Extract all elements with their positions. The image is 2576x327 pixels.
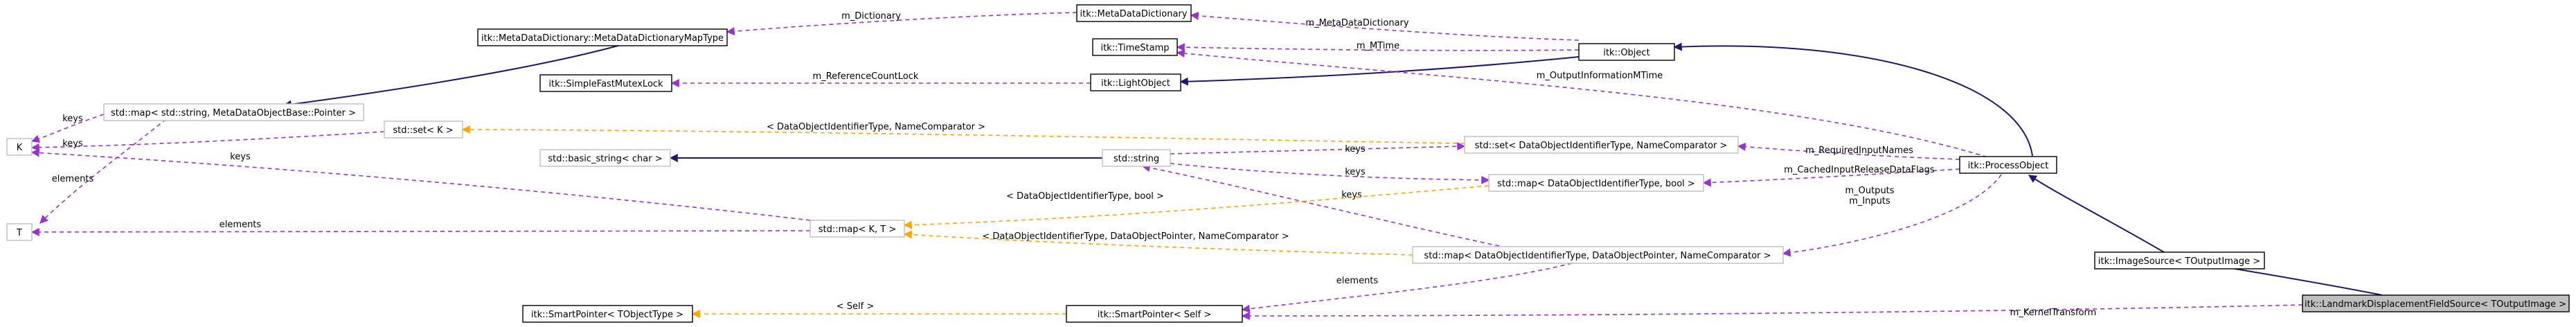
node-lightobject[interactable]: itk::LightObject: [1090, 73, 1181, 91]
edge-label-m-outputinformationmtime: m_OutputInformationMTime: [1537, 71, 1663, 81]
node-set-dataobject[interactable]: std::set< DataObjectIdentifierType, Name…: [1464, 136, 1739, 154]
edge-label-keys-map-k: keys: [62, 114, 83, 124]
node-map-dataobject-bool[interactable]: std::map< DataObjectIdentifierType, bool…: [1488, 174, 1704, 192]
node-k[interactable]: K: [6, 138, 33, 156]
edge-label-m-metadatadictionary: m_MetaDataDictionary: [1305, 18, 1408, 28]
edge-m-kerneltransform: m_KernelTransform: [1241, 304, 2303, 320]
edge-map-elements-t: elements: [39, 118, 167, 224]
node-label: std::map< DataObjectIdentifierType, bool…: [1497, 179, 1695, 189]
edge-processobject-inherits-object: [1673, 42, 2033, 157]
node-label: itk::SimpleFastMutexLock: [548, 79, 663, 89]
edge-m-cachedinputreleasedataflags: m_CachedInputReleaseDataFlags: [1702, 165, 1960, 187]
node-smartpointer-self[interactable]: itk::SmartPointer< Self >: [1066, 305, 1243, 323]
node-label: itk::ImageSource< TOutputImage >: [2098, 256, 2260, 267]
edge-string-keys-mapbool: keys: [1170, 163, 1490, 184]
edge-label-keys-string-mapbool: keys: [1345, 167, 1366, 177]
node-label: itk::ProcessObject: [1968, 161, 2049, 171]
edge-label-keys-string-mappointer: keys: [1341, 190, 1362, 200]
edge-string-keys-set: keys: [1170, 142, 1466, 154]
node-simplefastmutexlock[interactable]: itk::SimpleFastMutexLock: [539, 74, 672, 92]
edge-m-requiredinputnames: m_RequiredInputNames: [1737, 142, 1960, 160]
edge-label-set-dataobject-template: < DataObjectIdentifierType, NameComparat…: [767, 122, 985, 132]
edge-set-keys-k: keys: [30, 131, 385, 152]
edge-label-m-outputs: m_Outputs: [1845, 186, 1894, 196]
edge-label-elements-mapkt-t: elements: [220, 220, 262, 230]
edge-smartpointer-self-template: < Self >: [691, 301, 1066, 318]
node-smartpointer-tobject[interactable]: itk::SmartPointer< TObjectType >: [522, 305, 693, 323]
node-landmark-displacement-field-source[interactable]: itk::LandmarkDisplacementFieldSource< TO…: [2302, 294, 2570, 312]
node-label: K: [17, 143, 23, 153]
edge-mappointer-keys-string: keys: [1141, 164, 1500, 247]
edge-label-m-mtime: m_MTime: [1357, 41, 1399, 51]
edge-label-m-inputs: m_Inputs: [1849, 196, 1890, 206]
edge-label-m-cachedinputreleasedataflags: m_CachedInputReleaseDataFlags: [1784, 165, 1935, 175]
edge-label-m-kerneltransform: m_KernelTransform: [2010, 308, 2097, 318]
edge-map-keys-k: keys: [30, 114, 105, 143]
edge-label-keys-set-k: keys: [62, 139, 83, 149]
node-map-kt[interactable]: std::map< K, T >: [810, 220, 905, 238]
node-label: itk::SmartPointer< Self >: [1098, 310, 1211, 320]
node-timestamp[interactable]: itk::TimeStamp: [1092, 38, 1178, 56]
node-maptype[interactable]: itk::MetaDataDictionary::MetaDataDiction…: [477, 28, 728, 46]
edge-m-dictionary: m_Dictionary: [726, 11, 1077, 36]
node-imagesource[interactable]: itk::ImageSource< TOutputImage >: [2094, 251, 2265, 269]
edge-label-keys-string-set: keys: [1345, 144, 1366, 154]
edge-label-self-template: < Self >: [837, 301, 875, 312]
edge-label-elements-map-t: elements: [52, 174, 94, 184]
node-label: itk::SmartPointer< TObjectType >: [531, 310, 683, 320]
node-std-string[interactable]: std::string: [1102, 149, 1171, 167]
edge-label-elements-sp-mappointer: elements: [1336, 276, 1379, 286]
node-label: std::map< std::string, MetaDataObjectBas…: [111, 108, 356, 118]
edge-m-outputinformationmtime: m_OutputInformationMTime: [1176, 49, 1995, 160]
edge-label-map-pointer-template: < DataObjectIdentifierType, DataObjectPo…: [982, 231, 1289, 242]
edge-m-metadatadictionary: m_MetaDataDictionary: [1190, 11, 1580, 41]
edge-label-m-referencecountlock: m_ReferenceCountLock: [813, 71, 919, 82]
node-label: itk::TimeStamp: [1100, 43, 1169, 53]
node-t[interactable]: T: [6, 223, 33, 241]
edge-label-keys-mapkt-k: keys: [230, 152, 251, 162]
node-label: T: [16, 228, 22, 238]
edge-maptype-inherits-map: [283, 44, 624, 109]
edge-map-bool-template: < DataObjectIdentifierType, bool >: [903, 185, 1490, 229]
edge-label-map-bool-template: < DataObjectIdentifierType, bool >: [1006, 191, 1164, 202]
node-label: std::basic_string< char >: [548, 154, 662, 164]
node-label: itk::LandmarkDisplacementFieldSource< TO…: [2305, 299, 2566, 310]
node-basic-string[interactable]: std::basic_string< char >: [539, 149, 671, 167]
node-label: itk::LightObject: [1101, 78, 1170, 89]
node-label: std::set< DataObjectIdentifierType, Name…: [1475, 141, 1728, 151]
node-processobject[interactable]: itk::ProcessObject: [1959, 156, 2057, 174]
edge-label-m-dictionary: m_Dictionary: [841, 11, 901, 21]
node-label: std::map< DataObjectIdentifierType, Data…: [1424, 251, 1771, 261]
edge-mapkt-keys-k: keys: [30, 148, 811, 221]
edge-map-pointer-template: < DataObjectIdentifierType, DataObjectPo…: [903, 230, 1413, 256]
node-label: itk::MetaDataDictionary::MetaDataDiction…: [481, 33, 724, 44]
edge-m-outputs-inputs: m_Outputs m_Inputs: [1782, 174, 2002, 257]
node-label: std::string: [1113, 154, 1159, 164]
node-label: itk::MetaDataDictionary: [1080, 9, 1188, 19]
edge-object-inherits-lightobject: [1179, 56, 1580, 86]
node-label: std::map< K, T >: [819, 224, 897, 235]
node-metadatadictionary[interactable]: itk::MetaDataDictionary: [1076, 4, 1192, 22]
node-map-dataobject-pointer[interactable]: std::map< DataObjectIdentifierType, Data…: [1412, 246, 1784, 264]
edge-m-referencecountlock: m_ReferenceCountLock: [670, 71, 1091, 87]
edge-mapkt-elements-t: elements: [30, 220, 811, 236]
edge-imagesource-inherits-processobject: [2028, 175, 2165, 253]
edge-mappointer-elements-smartpointer: elements: [1241, 263, 1573, 313]
edge-label-m-requiredinputnames: m_RequiredInputNames: [1805, 145, 1913, 156]
node-object[interactable]: itk::Object: [1578, 43, 1675, 61]
node-set-k[interactable]: std::set< K >: [384, 121, 463, 139]
edge-m-mtime: m_MTime: [1176, 41, 1580, 52]
node-label: std::set< K >: [393, 125, 453, 136]
edge-set-dataobject-template: < DataObjectIdentifierType, NameComparat…: [461, 122, 1465, 144]
node-label: itk::Object: [1603, 48, 1649, 58]
node-map-string-metadata[interactable]: std::map< std::string, MetaDataObjectBas…: [103, 103, 364, 121]
